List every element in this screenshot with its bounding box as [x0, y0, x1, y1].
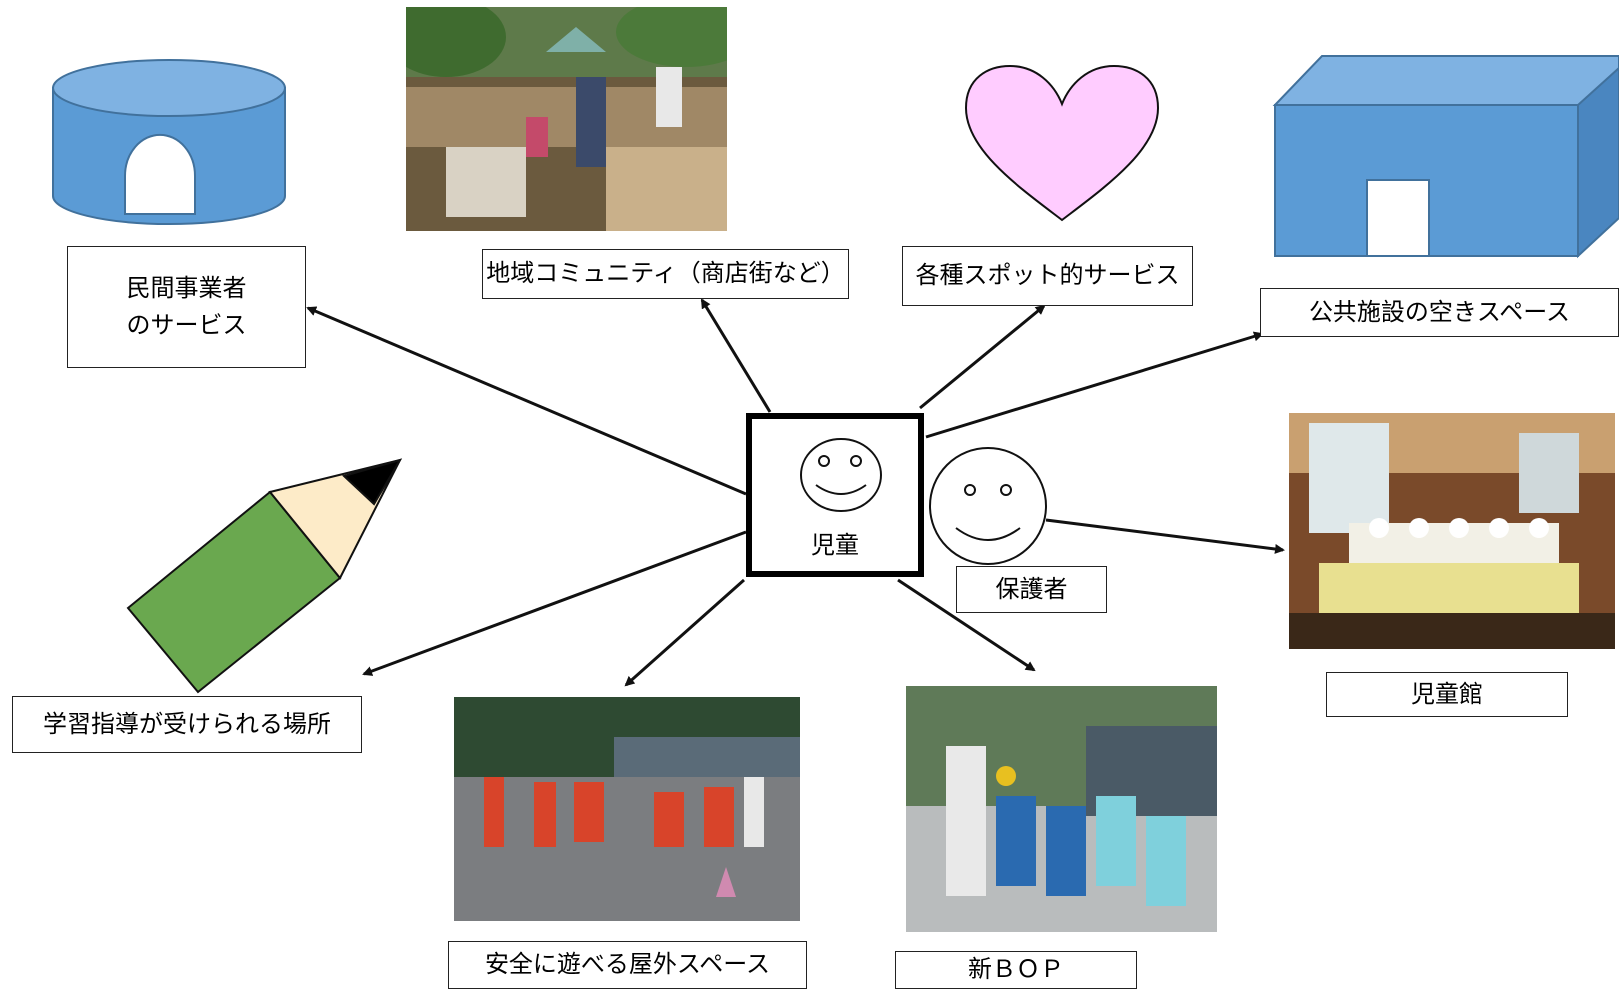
safe-outdoor-label-box: 安全に遊べる屋外スペース	[448, 941, 807, 989]
arrow-to-new-bop	[897, 578, 1036, 672]
new-bop-photo	[906, 686, 1217, 932]
arrows	[306, 298, 1285, 687]
public-facility-label-box: 公共施設の空きスペース	[1260, 288, 1619, 337]
arrow-to-study-place	[362, 530, 747, 676]
private-services-label-box: 民間事業者 のサービス	[67, 246, 306, 368]
study-place-label: 学習指導が受けられる場所	[43, 709, 331, 738]
study-place-label-box: 学習指導が受けられる場所	[12, 696, 362, 753]
pencil-icon	[126, 458, 403, 694]
arrow-to-private-services	[306, 306, 747, 496]
arrow-to-spot-services	[919, 304, 1046, 410]
spot-services-label-box: 各種スポット的サービス	[902, 246, 1193, 306]
private-services-label: 民間事業者 のサービス	[126, 273, 247, 339]
child-smiley-icon	[800, 438, 882, 512]
childrens-hall-label-box: 児童館	[1326, 672, 1568, 717]
arrow-to-safe-outdoor	[624, 578, 745, 687]
stadium-icon	[52, 59, 286, 225]
safe-outdoor-label: 安全に遊べる屋外スペース	[484, 950, 771, 979]
safe-outdoor-photo	[454, 697, 800, 921]
arrow-to-childrens-hall	[1045, 518, 1285, 554]
new-bop-label: 新ＢＯＰ	[968, 955, 1064, 984]
public-facility-label: 公共施設の空きスペース	[1308, 297, 1571, 326]
community-label-box: 地域コミュニティ（商店街など）	[482, 249, 849, 299]
new-bop-label-box: 新ＢＯＰ	[895, 951, 1137, 989]
arrow-to-community	[700, 298, 772, 413]
community-label: 地域コミュニティ（商店街など）	[486, 259, 845, 288]
community-photo	[406, 7, 727, 231]
center-child-box: 児童	[746, 413, 924, 577]
arrow-to-public-facility	[925, 331, 1264, 439]
childrens-hall-label: 児童館	[1411, 679, 1483, 708]
guardian-label-box: 保護者	[956, 566, 1107, 613]
guardian-smiley-icon	[929, 447, 1047, 565]
heart-icon	[964, 64, 1160, 222]
guardian-label: 保護者	[995, 574, 1068, 603]
childrens-hall-photo	[1289, 413, 1615, 649]
building-icon	[1272, 55, 1619, 259]
spot-services-label: 各種スポット的サービス	[915, 261, 1180, 290]
center-child-label: 児童	[811, 531, 859, 559]
